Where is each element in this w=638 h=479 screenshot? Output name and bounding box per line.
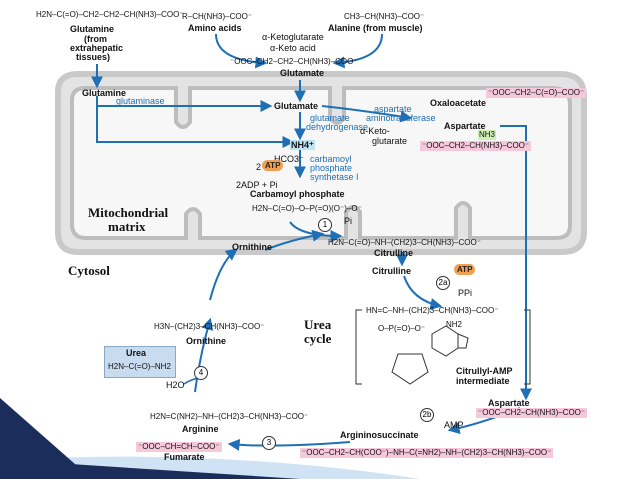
mito-glutamine: Glutamine — [82, 88, 127, 98]
adenine-nh2: NH2 — [446, 320, 463, 329]
matrix-label-1: Mitochondrial — [88, 205, 169, 220]
step-2b-circle: 2b — [420, 408, 434, 422]
aketo-2: glutarate — [372, 136, 408, 146]
aspartate-cytosol-formula: ⁻OOC–CH2–CH(NH3)–COO⁻ — [476, 408, 588, 418]
nh4: NH4⁺ — [290, 140, 315, 150]
cytosol-label: Cytosol — [68, 263, 110, 278]
aketoglutarate-label: α-Ketoglutarate — [262, 32, 324, 42]
glutamine-note-1: (from — [84, 34, 107, 44]
urea-cycle-2: cycle — [304, 331, 332, 346]
cps-2: phosphate — [310, 163, 353, 173]
corner-slash-2 — [40, 462, 300, 479]
arrow-glutaminase — [96, 96, 295, 148]
arginine-formula: H2N=C(NH2)–NH–(CH2)3–CH(NH3)–COO⁻ — [150, 412, 309, 421]
ppi-label: PPi — [458, 288, 473, 298]
citrullyl-formula: HN=C–NH–(CH2)3–CH(NH3)–COO⁻ — [366, 306, 499, 315]
glutamate-formula: ⁻OOC–CH2–CH2–CH(NH3)–COO⁻ — [230, 57, 358, 66]
aketoacid-label: α-Keto acid — [270, 43, 316, 53]
urea-box — [104, 346, 176, 378]
urea-title: Urea — [126, 348, 147, 358]
carbamoyl-phosphate-label: Carbamoyl phosphate — [250, 189, 345, 199]
argininosuccinate-label: Argininosuccinate — [340, 430, 419, 440]
pi-label: Pi — [344, 216, 353, 226]
alanine-label: Alanine (from muscle) — [328, 23, 423, 33]
arrow-amino-to-glutamate — [215, 33, 268, 69]
alanine-formula: CH3–CH(NH3)–COO⁻ — [344, 12, 425, 21]
ornithine-formula: H3N–(CH2)3–CH(NH3)–COO⁻ — [154, 322, 265, 331]
arrow-step4 — [194, 317, 214, 393]
arrow-step3 — [227, 438, 351, 451]
glutaminase-enzyme: glutaminase — [116, 96, 165, 106]
aketo-1: α-Keto- — [360, 126, 390, 136]
urea-formula: H2N–C(=O)–NH2 — [108, 362, 171, 371]
citrulline-formula: H2N–C(=O)–NH–(CH2)3–CH(NH3)–COO⁻ — [328, 238, 481, 247]
citrullyl-amp-2: intermediate — [456, 376, 510, 386]
matrix-label-2: matrix — [108, 219, 146, 234]
glutamine-note-3: tissues) — [76, 52, 111, 62]
glutamine-label: Glutamine — [70, 24, 115, 34]
corner-slash — [0, 398, 92, 479]
oxaloacetate-formula: ⁻OOC–CH2–C(=O)–COO⁻ — [486, 88, 587, 98]
fumarate-formula: ⁻OOC–CH=CH–COO⁻ — [136, 442, 222, 452]
arginine-label: Arginine — [182, 424, 219, 434]
arrow-step1 — [289, 221, 343, 242]
step-2a-circle: 2a — [436, 276, 450, 290]
argininosuccinate-formula: ⁻OOC–CH2–CH(COO⁻)–NH–C(=NH2)–NH–(CH2)3–C… — [300, 448, 554, 458]
amp-label: AMP — [444, 420, 464, 430]
mito-glutamate: Glutamate — [274, 101, 319, 111]
atp-badge-mito: ATP — [262, 160, 284, 171]
fumarate-label: Fumarate — [164, 452, 205, 462]
glutamine-formula: H2N–C(=O)–CH2–CH2–CH(NH3)–COO⁻ — [36, 10, 184, 19]
amino-acid-formula: R–CH(NH3)–COO⁻ — [182, 12, 253, 21]
glutamate-dh-2: dehydrogenase — [306, 122, 369, 132]
glutamate-label: Glutamate — [280, 68, 325, 78]
arrow-ornithine-to-citrulline — [264, 229, 325, 251]
mito-nh3: NH3 — [478, 130, 497, 140]
arrow-aspartate-export — [500, 125, 532, 401]
asp-aminotransferase-2: aminotransferase — [366, 113, 436, 123]
citrullyl-amp-1: Citrullyl-AMP — [456, 366, 513, 376]
arrow-step2a — [403, 275, 443, 310]
step-4-circle: 4 — [194, 366, 208, 380]
step-1-circle: 1 — [318, 218, 332, 232]
atp-count: 2 — [256, 162, 262, 172]
adenine — [431, 325, 469, 357]
mito-aspartate: Aspartate — [444, 121, 486, 131]
glutamine-note-2: extrahepatic — [70, 43, 124, 53]
oxaloacetate-label: Oxaloacetate — [430, 98, 487, 108]
adp: 2ADP + Pi — [236, 180, 278, 190]
step-3-circle: 3 — [262, 436, 276, 450]
atp-badge-cytosol: ATP — [454, 264, 476, 275]
amp-phosphate: O–P(=O)–O⁻ — [378, 324, 426, 333]
arrow-ornithine-import — [209, 248, 238, 301]
inner-membrane — [70, 86, 572, 240]
h2o-label: H2O — [166, 380, 185, 390]
cps-3: synthetase I — [310, 172, 359, 182]
ribose — [391, 353, 429, 385]
carbamoyl-phosphate-formula: H2N–C(=O)–O–P(=O)(O⁻)–O⁻ — [252, 204, 362, 213]
citrulline-cytosol: Citrulline — [372, 266, 412, 276]
arrow-alanine-to-glutamate — [332, 33, 383, 69]
urea-cycle-1: Urea — [304, 317, 332, 332]
ornithine-cytosol: Ornithine — [186, 336, 226, 346]
citrulline-mito: Citrulline — [374, 248, 414, 258]
glutamate-dh-1: glutamate — [310, 113, 350, 123]
amino-acids-label: Amino acids — [188, 23, 242, 33]
cps-1: carbamoyl — [310, 154, 352, 164]
ornithine-mito: Ornithine — [232, 242, 272, 252]
asp-aminotransferase-1: aspartate — [374, 104, 412, 114]
arrow-transamination — [321, 105, 413, 123]
bracket — [355, 309, 531, 385]
mito-aspartate-formula: ⁻OOC–CH2–CH(NH3)–COO⁻ — [420, 141, 532, 151]
hco3: HCO3⁻ — [274, 154, 304, 164]
aspartate-cytosol: Aspartate — [488, 398, 530, 408]
